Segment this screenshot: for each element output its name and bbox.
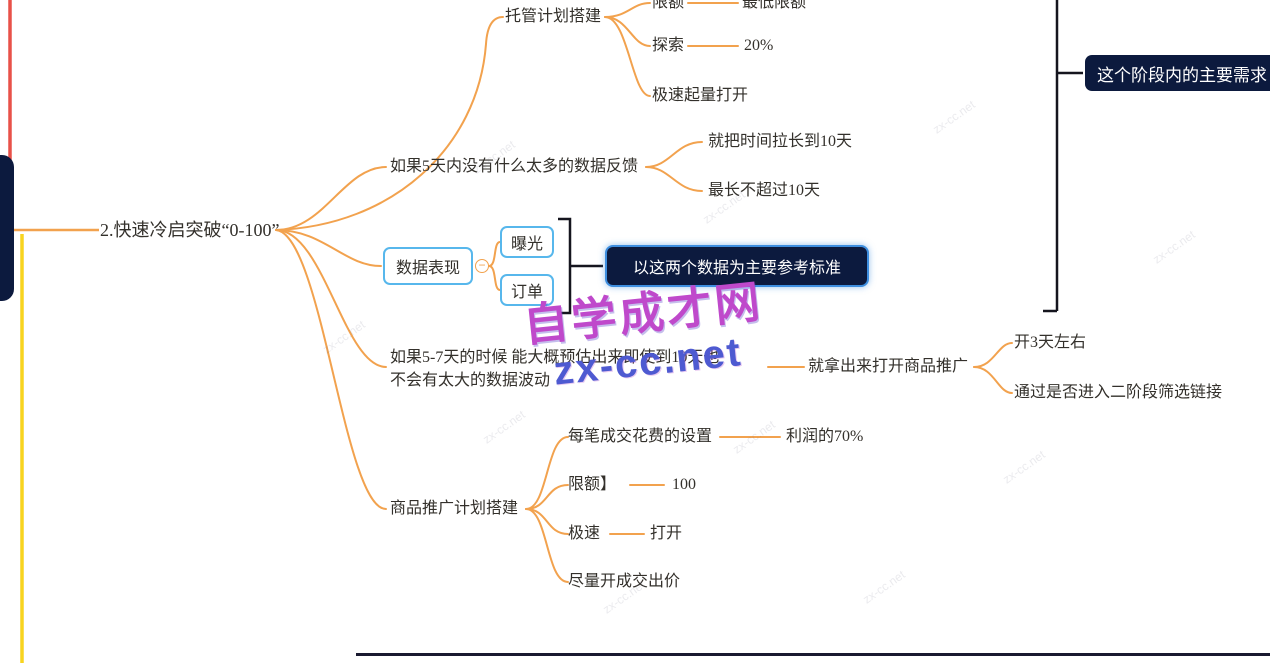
node-extend-10days[interactable]: 就把时间拉长到10天	[708, 133, 853, 150]
node-callout-reference[interactable]: 以这两个数据为主要参考标准	[605, 245, 869, 287]
node-orders[interactable]: 订单	[500, 274, 554, 306]
node-main-topic[interactable]: 2.快速冷启突破“0-100”	[100, 220, 280, 240]
node-max-10days[interactable]: 最长不超过10天	[708, 182, 821, 199]
node-cost-value[interactable]: 利润的70%	[786, 428, 864, 445]
callout-label: 以这两个数据为主要参考标准	[632, 260, 841, 277]
node-limit[interactable]: 限额	[652, 0, 685, 11]
node-bid-open[interactable]: 尽量开成交出价	[568, 573, 681, 590]
node-stage-summary[interactable]: 这个阶段内的主要需求	[1085, 55, 1270, 91]
node-hosting-plan[interactable]: 托管计划搭建	[505, 8, 602, 25]
collapsed-root-node[interactable]	[0, 155, 14, 301]
node-promo-plan[interactable]: 商品推广计划搭建	[390, 500, 519, 517]
node-explore[interactable]: 探索	[652, 37, 685, 54]
collapse-icon[interactable]: −	[475, 259, 489, 273]
node-stage2-filter[interactable]: 通过是否进入二阶段筛选链接	[1014, 384, 1223, 401]
summary-bracket-left	[558, 217, 603, 315]
node-promo-limit-value[interactable]: 100	[672, 476, 696, 493]
node-limit-value[interactable]: 最低限额	[742, 0, 807, 11]
stage-summary-label: 这个阶段内的主要需求	[1097, 65, 1267, 85]
data-performance-label: 数据表现	[395, 260, 460, 277]
node-estimate-line1[interactable]: 如果5-7天的时候 能大概预估出来即使到10天也	[390, 349, 720, 366]
node-exposure[interactable]: 曝光	[500, 226, 554, 258]
node-explore-value[interactable]: 20%	[744, 37, 774, 54]
node-data-performance[interactable]: 数据表现	[383, 247, 473, 285]
summary-bracket-right	[1043, 0, 1083, 313]
node-promo-limit[interactable]: 限额】	[568, 476, 617, 493]
node-speed-value[interactable]: 打开	[650, 525, 683, 542]
node-speed[interactable]: 极速	[568, 525, 601, 542]
node-no-feedback[interactable]: 如果5天内没有什么太多的数据反馈	[390, 158, 639, 175]
node-open-promo[interactable]: 就拿出来打开商品推广	[808, 358, 969, 375]
bottom-divider	[356, 653, 1270, 656]
orders-label: 订单	[510, 284, 543, 301]
branch-lines	[275, 2, 1013, 583]
exposure-label: 曝光	[510, 236, 543, 253]
node-fast-start[interactable]: 极速起量打开	[652, 87, 749, 104]
node-cost-setting[interactable]: 每笔成交花费的设置	[568, 428, 713, 445]
node-open-3days[interactable]: 开3天左右	[1014, 334, 1087, 351]
node-estimate-line2[interactable]: 不会有太大的数据波动	[390, 372, 551, 389]
